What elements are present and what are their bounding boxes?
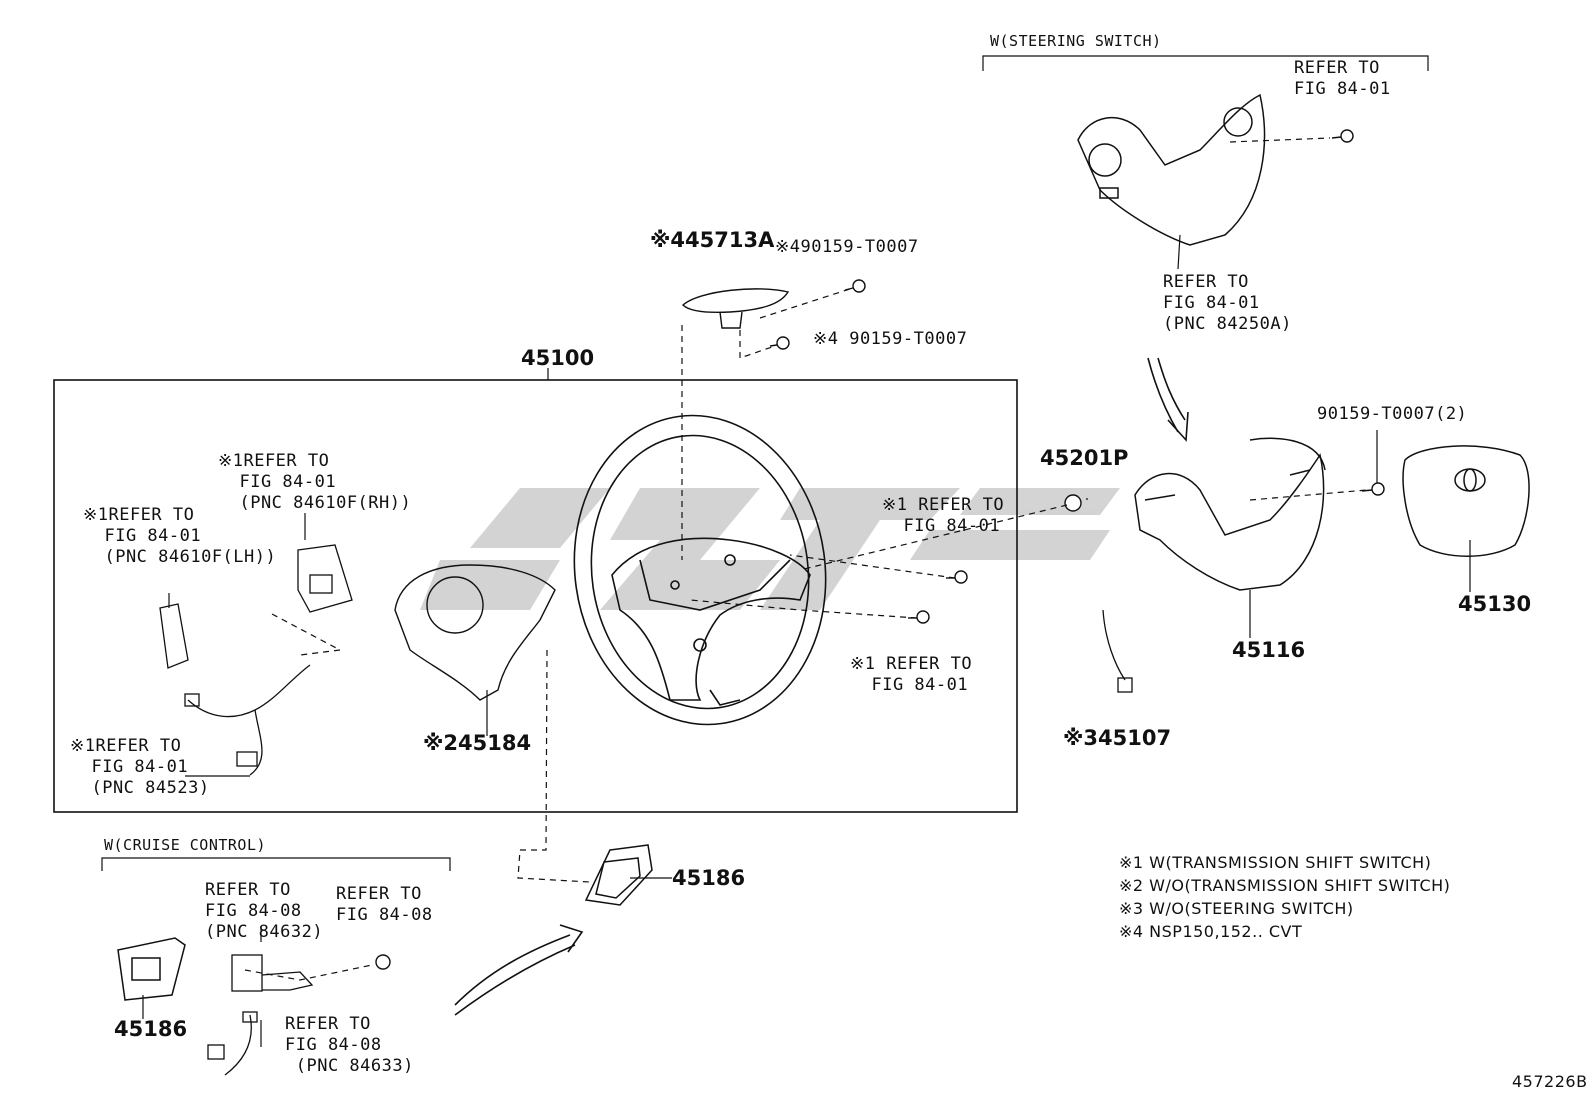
note-4: ※4 NSP150,152.. CVT	[1119, 922, 1303, 941]
notes-legend: ※1 W(TRANSMISSION SHIFT SWITCH) ※2 W/O(T…	[1119, 851, 1450, 943]
ref-cruise-2: REFER TO FIG 84-08	[336, 884, 433, 925]
steering-switch-bracket	[982, 55, 1429, 71]
part-label-45130[interactable]: 45130	[1458, 592, 1532, 616]
part-label-45116[interactable]: 45116	[1232, 638, 1306, 662]
dashed-leaders	[244, 137, 1368, 981]
assembly-label-45100[interactable]: 45100	[521, 346, 595, 370]
part-label-45184[interactable]: ※245184	[423, 731, 532, 755]
part-label-90159-a[interactable]: ※490159-T0007	[775, 237, 919, 257]
solid-leaders	[142, 234, 1471, 1047]
part-label-45713A[interactable]: ※445713A	[650, 228, 775, 252]
arrow-right-drawing	[1147, 357, 1189, 442]
part-45116-drawing	[1134, 437, 1326, 591]
figure-number: 457226B	[1512, 1072, 1588, 1091]
cruise-control-header: W(CRUISE CONTROL)	[104, 836, 267, 854]
ref-harness: ※1REFER TO FIG 84-01 (PNC 84523)	[70, 736, 210, 798]
note-3: ※3 W/O(STEERING SWITCH)	[1119, 899, 1354, 918]
part-45713A-drawing	[681, 288, 790, 329]
part-45184-drawing	[394, 564, 556, 701]
ref-wheel-lower: ※1 REFER TO FIG 84-01	[850, 654, 973, 695]
cruise-switch-drawing	[207, 954, 314, 1076]
part-label-45107[interactable]: ※345107	[1063, 726, 1172, 750]
part-45130-drawing	[1402, 445, 1530, 557]
switch-drawings	[159, 544, 353, 669]
part-45186-drawing	[117, 844, 653, 1001]
part-45107-drawing	[1102, 609, 1133, 693]
assembly-box	[53, 379, 1018, 813]
ref-top-right-1: REFER TO FIG 84-01	[1294, 58, 1391, 99]
part-label-45186-a[interactable]: 45186	[672, 866, 746, 890]
ref-top-right-2: REFER TO FIG 84-01 (PNC 84250A)	[1163, 272, 1292, 334]
watermark-logo	[420, 488, 1120, 610]
ref-cruise-3: REFER TO FIG 84-08 (PNC 84633)	[285, 1014, 414, 1076]
note-1: ※1 W(TRANSMISSION SHIFT SWITCH)	[1119, 853, 1432, 872]
ref-cruise-1: REFER TO FIG 84-08 (PNC 84632)	[205, 880, 324, 942]
steering-wheel-drawing	[573, 414, 827, 726]
ref-wheel-upper: ※1 REFER TO FIG 84-01	[882, 495, 1005, 536]
steering-switch-drawing	[1077, 93, 1266, 246]
part-label-90159-b[interactable]: ※4 90159-T0007	[813, 329, 968, 349]
part-label-45186-b[interactable]: 45186	[114, 1017, 188, 1041]
cruise-control-bracket	[101, 857, 451, 871]
ref-lh: ※1REFER TO FIG 84-01 (PNC 84610F(LH))	[83, 505, 277, 567]
part-label-45201P[interactable]: 45201P	[1040, 446, 1129, 470]
harness-drawing	[184, 664, 311, 776]
note-2: ※2 W/O(TRANSMISSION SHIFT SWITCH)	[1119, 876, 1451, 895]
part-label-90159-2[interactable]: 90159-T0007(2)	[1317, 404, 1468, 424]
arrow-left-drawing	[454, 924, 584, 1016]
ref-rh: ※1REFER TO FIG 84-01 (PNC 84610F(RH))	[218, 451, 412, 513]
steering-switch-header: W(STEERING SWITCH)	[990, 32, 1162, 50]
